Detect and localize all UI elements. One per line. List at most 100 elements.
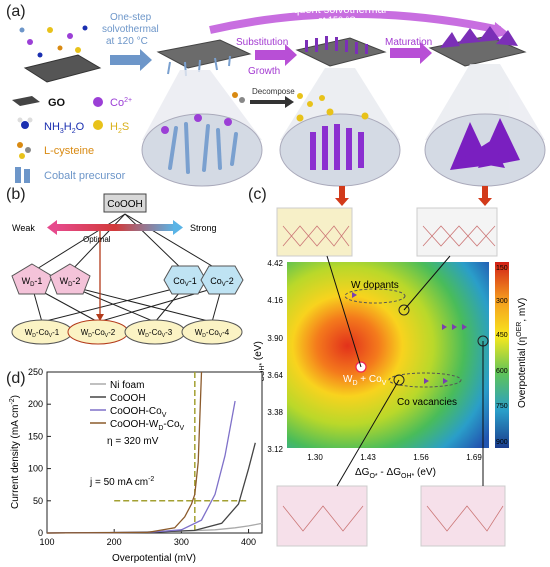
- wd2-text: WD-2: [60, 276, 81, 288]
- cov1-text: CoV-1: [173, 276, 197, 288]
- weak-label: Weak: [12, 223, 35, 233]
- panel-d-label: (d): [6, 370, 26, 387]
- chart-ylabel: Current density (mA cm-2): [9, 395, 21, 509]
- lcys-legend-icon: [17, 142, 31, 159]
- cb-tick-150: 150: [496, 265, 508, 272]
- lcys-legend-text: L-cysteine: [44, 145, 94, 157]
- eta-annotation: η = 320 mV: [107, 436, 159, 447]
- step1-text-line1: One-step: [110, 12, 152, 23]
- colorbar-label: Overpotential (ηOER, mV): [516, 298, 528, 408]
- structure-inset-top-left: [276, 207, 353, 257]
- y-tick-label: 250: [28, 367, 43, 377]
- co-legend-icon: [93, 97, 103, 107]
- w-dopants-label: W dopants: [351, 280, 399, 291]
- cb-tick-600: 600: [496, 368, 508, 375]
- step1-arrow: [110, 49, 152, 71]
- bowl1-cobalt-rods: [168, 122, 238, 174]
- xtick-1-69: 1.69: [466, 453, 482, 462]
- j-annotation: j = 50 mA cm-2: [89, 476, 154, 488]
- cov1-node: [163, 265, 207, 295]
- panel-c-heatmap: W dopants WD + CoV Co vacancies 4.42 4.1…: [253, 186, 528, 547]
- structure-inset-top-right: [416, 207, 498, 257]
- wdcov3-text: WD-CoV-3: [138, 328, 173, 339]
- panel-b-hierarchy: CoOOH Weak Strong Optimal WD-1 WD-2 CoV-…: [11, 193, 244, 345]
- panel-b-label: (b): [6, 186, 26, 203]
- strong-label: Strong: [190, 223, 217, 233]
- co-vacancies-label: Co vacancies: [397, 397, 457, 408]
- precursor-molecules: [19, 25, 88, 58]
- decompose-molecule-icon: [232, 92, 245, 103]
- structure-lattice: [282, 225, 504, 532]
- decompose-products-icon: [297, 93, 325, 107]
- bowl2-h2s: [296, 108, 369, 122]
- heatmap-surface: [287, 262, 489, 448]
- bottom-nodes: [11, 319, 243, 345]
- go-sheet-3: [295, 37, 387, 67]
- co-legend-text: Co2+: [110, 97, 132, 109]
- plot-frame: [46, 371, 263, 534]
- cb-tick-300: 300: [496, 298, 508, 305]
- weak-arrowhead: [47, 220, 57, 235]
- x-tick-label: 100: [39, 537, 54, 547]
- bowl1-co-ions: [161, 114, 232, 134]
- w-dopants-ellipse: [344, 288, 406, 304]
- hierarchy-connections: [31, 213, 223, 323]
- structure-inset-bottom-right: [420, 485, 506, 547]
- heatmap-xlabel: ΔGO* - ΔGOH* (eV): [355, 467, 436, 480]
- ytick-4-42: 4.42: [267, 259, 283, 268]
- y-tick-label: 150: [28, 431, 43, 441]
- wdcov1-text: WD-CoV-1: [25, 328, 60, 339]
- wd-cov-label: WD + CoV: [343, 374, 387, 387]
- xtick-1-56: 1.56: [413, 453, 429, 462]
- step2-arrow: [255, 44, 297, 66]
- go-sheet-start: [23, 54, 102, 83]
- top-left-red-arrow: [335, 186, 349, 206]
- panel-a-label: (a): [6, 3, 26, 20]
- bowl3-matured-sheets: [450, 118, 520, 170]
- bowl2-nanosheets: [310, 124, 364, 170]
- cov2-text: CoV-2: [210, 276, 234, 288]
- heatmap-xticks: 1.30 1.43 1.56 1.69: [307, 453, 482, 462]
- step3-arrow: [390, 42, 432, 64]
- nh3-legend-text: NH3H2O: [44, 121, 85, 135]
- wd-cov-data-points: [352, 292, 467, 384]
- step2-text: Subsequent solvothermal: [262, 4, 386, 16]
- ytick-4-16: 4.16: [267, 296, 283, 305]
- cb-tick-450: 450: [496, 332, 508, 339]
- x-tick-label: 300: [174, 537, 189, 547]
- cobalt-legend-text: Cobalt precursor: [44, 170, 126, 182]
- cooh-node: [103, 193, 147, 213]
- wdcov2-text: WD-CoV-2: [81, 328, 116, 339]
- cobalt-legend-icon: [15, 167, 30, 183]
- wd1-text: WD-1: [22, 276, 43, 288]
- co-vacancies-ellipse: [388, 372, 462, 388]
- go-legend-icon: [12, 96, 40, 106]
- step2-temp-text: at 150 °C: [318, 15, 356, 25]
- inset-connectors: [326, 255, 484, 487]
- colorbar-ticks: 150 300 450 600 750 900: [496, 265, 508, 446]
- w-dopant-open-marker: [398, 304, 410, 316]
- legend-text-ni-foam: Ni foam: [110, 380, 144, 391]
- chart-xlabel: Overpotential (mV): [112, 553, 196, 564]
- step1-text-line3: at 120 °C: [106, 36, 148, 47]
- strong-arrowhead: [173, 220, 183, 235]
- wd1-node: [11, 263, 53, 295]
- y-tick-label: 100: [28, 464, 43, 474]
- legend-text-cooh-wd-cov: CoOOH-WD-CoV: [110, 419, 185, 432]
- y-tick-label: 0: [38, 528, 43, 538]
- weak-strong-bar: [55, 224, 175, 231]
- nanosheets-growing: [305, 36, 368, 54]
- ytick-3-12: 3.12: [267, 445, 283, 454]
- wdcov4-node: [181, 319, 243, 345]
- y-tick-label: 200: [28, 399, 43, 409]
- maturation-text: Maturation: [385, 37, 432, 48]
- legend-text-cooh-cov: CoOOH-CoV: [110, 406, 167, 419]
- ytick-3-90: 3.90: [267, 334, 283, 343]
- wd2-node: [49, 263, 91, 295]
- ytick-3-38: 3.38: [267, 408, 283, 417]
- top-right-red-arrow: [478, 186, 492, 206]
- panel-c-label: (c): [248, 186, 267, 203]
- ytick-3-64: 3.64: [267, 371, 283, 380]
- colorbar: [495, 262, 509, 448]
